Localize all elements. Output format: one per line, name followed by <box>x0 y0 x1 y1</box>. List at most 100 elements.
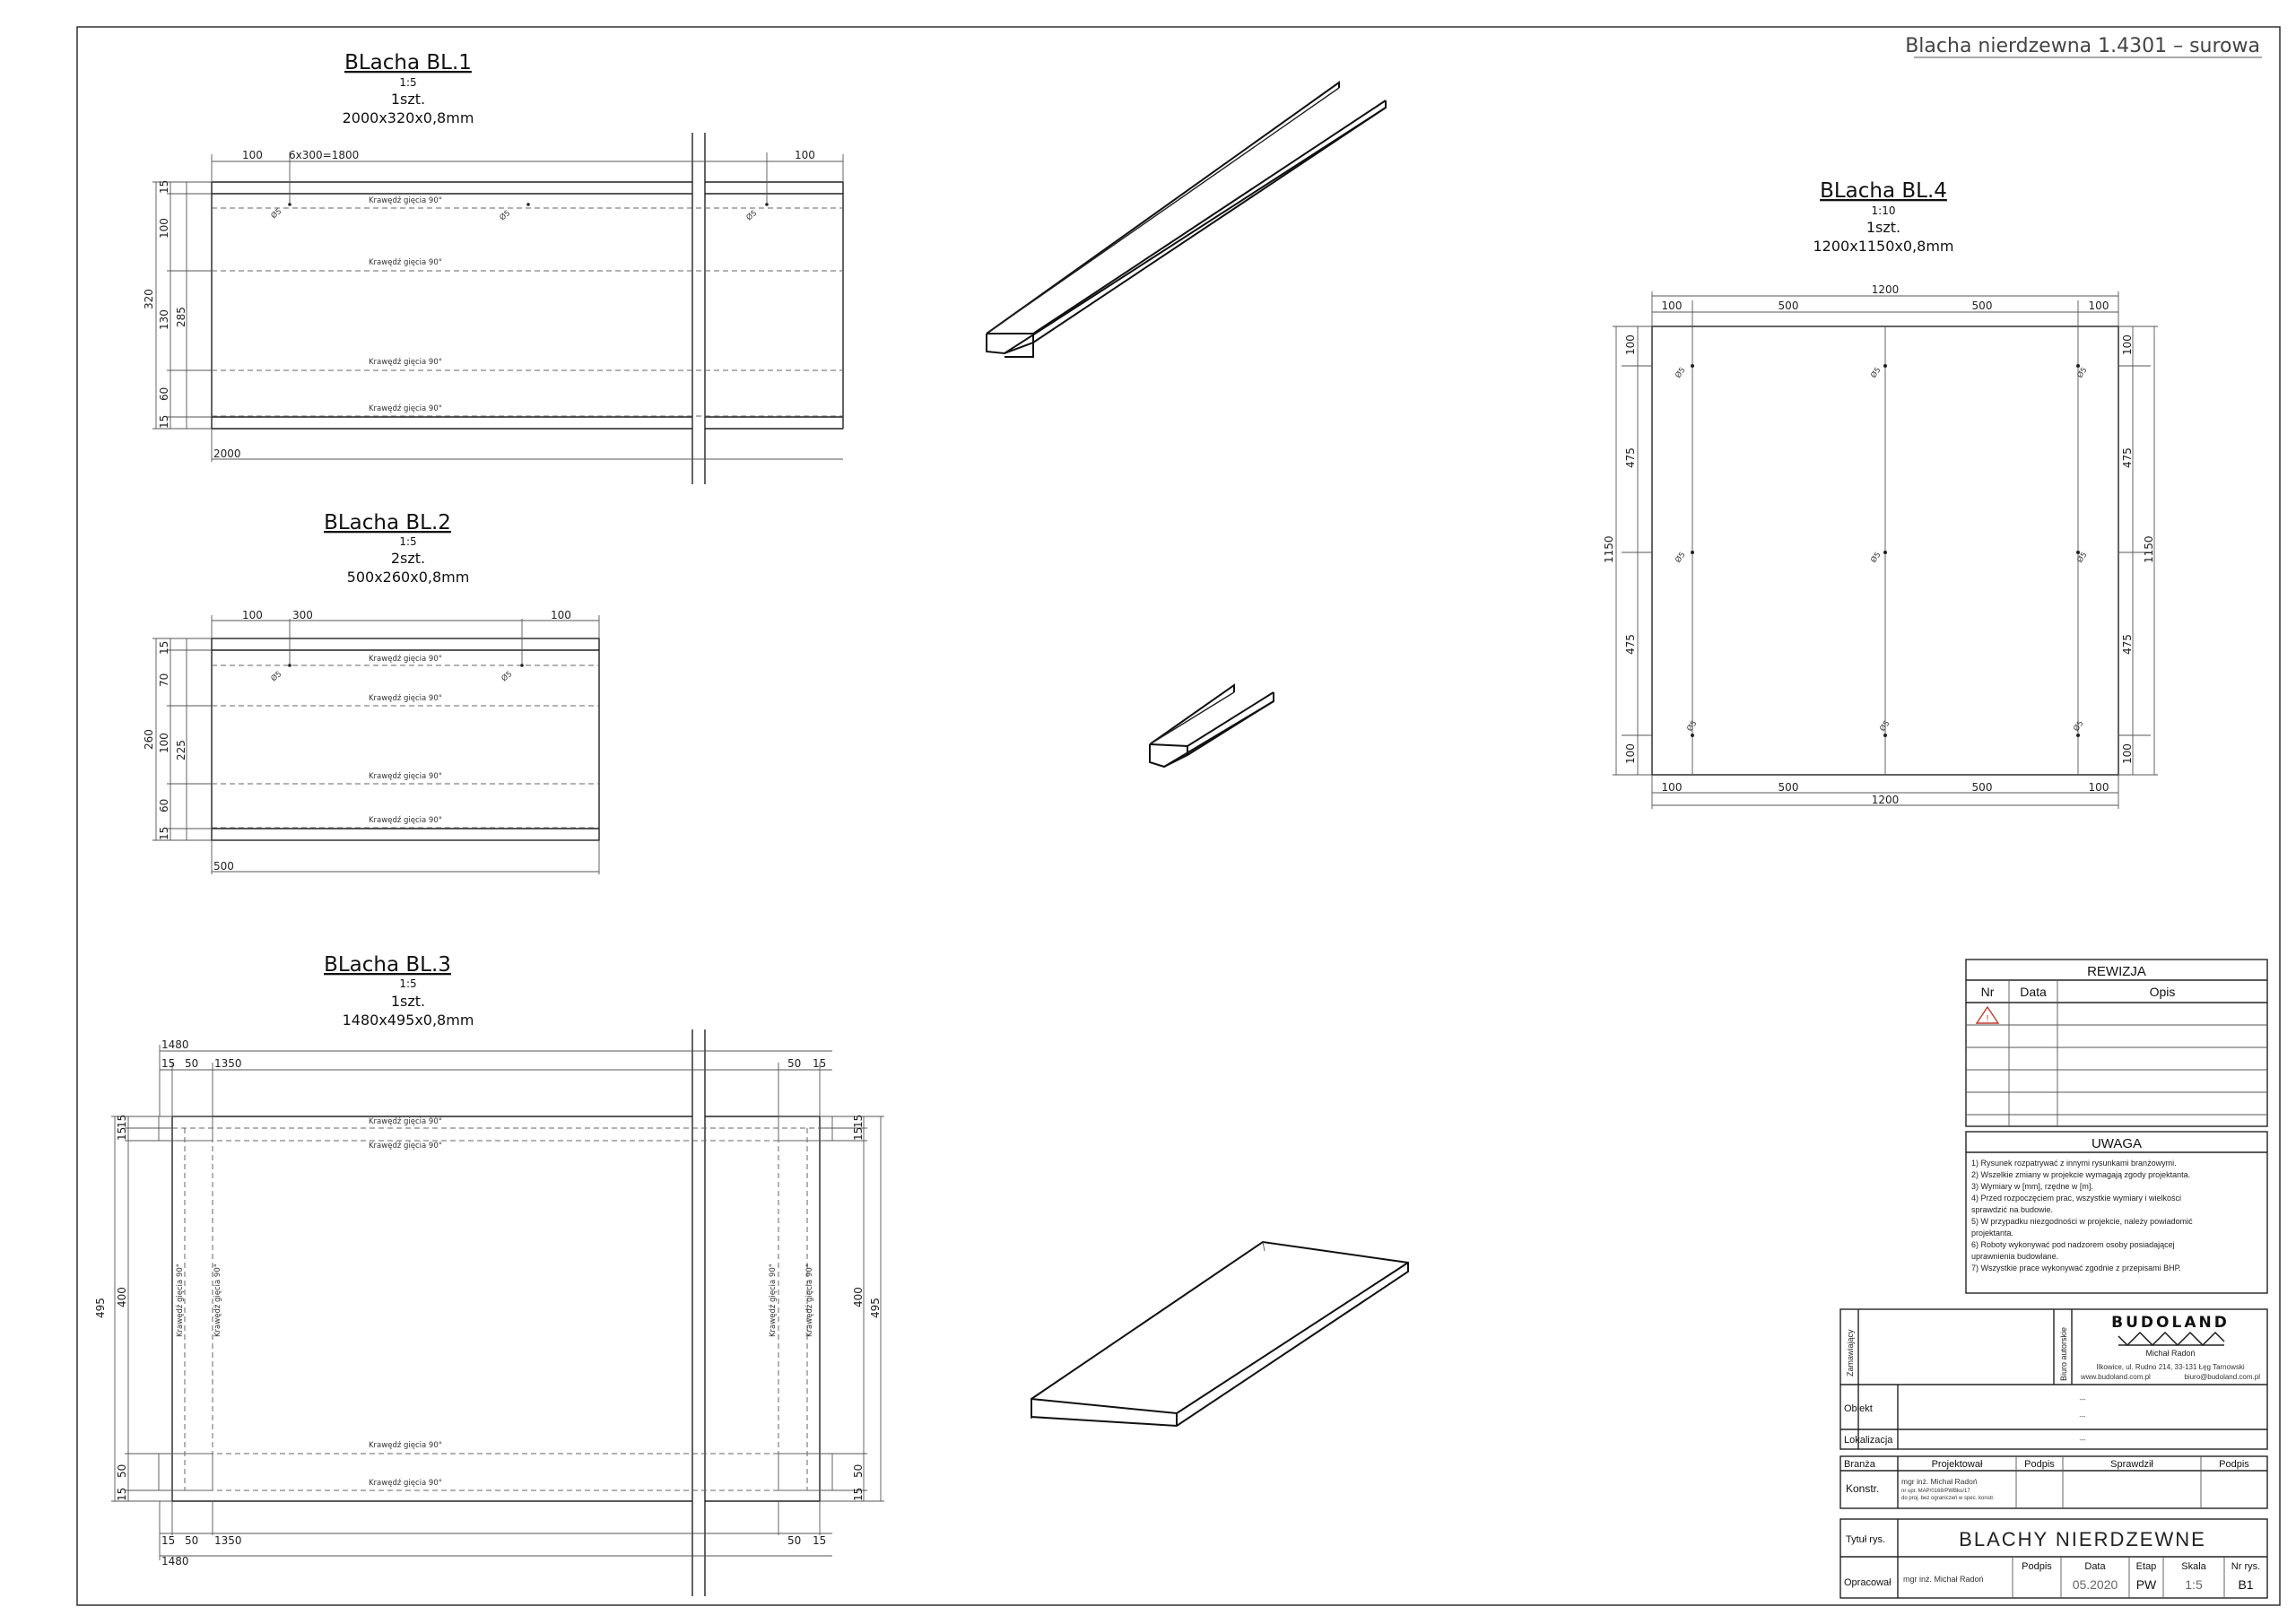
bl3-bend-label: Krawędź gięcia 90° <box>369 1117 442 1126</box>
sheet-bl1: BLacha BL.1 1:5 1szt. 2000x320x0,8mm Kra… <box>143 51 844 484</box>
bl3-bend-label: Krawędź gięcia 90° <box>805 1264 814 1337</box>
bl2-bend-label: Krawędź gięcia 90° <box>369 694 442 703</box>
notes-line: 7) Wszystkie prace wykonywać zgodnie z p… <box>1971 1264 2181 1272</box>
bl3-dim: 15 <box>813 1534 826 1547</box>
number-value: B1 <box>2238 1577 2253 1592</box>
bl3-dim: 15 <box>852 1127 865 1141</box>
bl1-bend-label: Krawędź gięcia 90° <box>369 196 442 205</box>
company-logo-icon <box>2118 1332 2225 1346</box>
bl4-hole-label: Ø5 <box>1868 365 1883 379</box>
bl1-dim-bottom: 2000 <box>213 447 241 460</box>
company-www: www.budoland.com.pl <box>2080 1373 2151 1381</box>
sheet-bl4: BLacha BL.4 1:10 1szt. 1200x1150x0,8mm Ø… <box>1603 179 2158 809</box>
bl1-dim-top-right: 100 <box>795 149 815 161</box>
scale-label: Skala <box>2181 1561 2206 1572</box>
bl4-hole <box>1883 734 1887 737</box>
company-address: Ilkowice, ul. Rudno 214, 33-131 Łęg Tarn… <box>2096 1363 2245 1371</box>
bl1-hole-label: Ø5 <box>744 208 759 222</box>
revision-marker: ! <box>1987 1014 1989 1024</box>
bl3-dim: 15 <box>852 1115 865 1128</box>
bl3-dim: 15 <box>161 1057 175 1070</box>
designer-license: do proj. bez ograniczeń w spec. konstr. <box>1901 1496 1995 1501</box>
bl4-dim: 100 <box>2121 743 2134 764</box>
date-label: Data <box>2084 1561 2106 1572</box>
location-value: --- <box>2080 1437 2087 1444</box>
company-logo-text: BUDOLAND <box>2111 1314 2230 1332</box>
revision-col-nr: Nr <box>1981 985 1995 999</box>
bl4-dim: 100 <box>1624 743 1637 764</box>
bl3-dim: 50 <box>787 1057 801 1070</box>
bl4-dim-total-h: 1150 <box>2143 535 2155 563</box>
notes-line: sprawdzić na budowie. <box>1971 1205 2053 1214</box>
branch-label: Branża <box>1844 1459 1876 1470</box>
bl4-hole <box>2076 551 2080 554</box>
bl3-dim: 50 <box>787 1534 801 1547</box>
bl1-hole-label: Ø5 <box>269 206 283 221</box>
bl3-size: 1480x495x0,8mm <box>343 1012 474 1029</box>
bl3-qty: 1szt. <box>391 993 425 1010</box>
notes-line: 1) Rysunek rozpatrywać z innymi rysunkam… <box>1971 1159 2177 1168</box>
bl4-dim: 475 <box>2121 634 2134 655</box>
bl3-dim: 15 <box>116 1115 128 1128</box>
bl1-hole <box>288 203 291 206</box>
bl4-dim: 500 <box>1779 300 1799 312</box>
stage-value: PW <box>2136 1577 2157 1592</box>
bl4-hole <box>1883 551 1887 554</box>
bl1-dim-left: 15 <box>158 415 170 429</box>
bl2-dim-left: 100 <box>158 733 170 753</box>
bl2-hole <box>520 664 524 667</box>
designer-license: nr upr. MAP/0168/PWBko/17 <box>1901 1489 1970 1494</box>
bl2-dim-left: 225 <box>175 740 187 760</box>
bl1-dim-left: 130 <box>158 309 170 330</box>
bl2-dim-left: 15 <box>158 641 170 655</box>
bl4-dim: 100 <box>1662 300 1683 312</box>
iso-view-bl1 <box>986 81 1387 358</box>
bl3-bend-label: Krawędź gięcia 90° <box>769 1264 778 1337</box>
object-value: --- <box>2080 1397 2087 1403</box>
drafter-name: mgr inż. Michał Radoń <box>1903 1575 1984 1584</box>
designer-name: mgr inż. Michał Radoń <box>1901 1477 1978 1486</box>
bl4-dim: 500 <box>1972 300 1993 312</box>
bl3-bend-label: Krawędź gięcia 90° <box>369 1479 442 1488</box>
bl4-qty: 1szt. <box>1866 219 1900 236</box>
bl1-bend-label: Krawędź gięcia 90° <box>369 358 442 367</box>
bl3-dim: 15 <box>852 1488 865 1501</box>
bl1-hole <box>765 203 769 206</box>
notes-line: uprawnienia budowlane. <box>1971 1252 2058 1261</box>
bl2-size: 500x260x0,8mm <box>347 569 470 586</box>
bl2-dim-left-total: 260 <box>143 729 155 750</box>
bl4-hole-label: Ø5 <box>1684 718 1699 733</box>
bl3-dim-h400: 400 <box>852 1287 865 1307</box>
sheet-bl2: BLacha BL.2 1:5 2szt. 500x260x0,8mm Kraw… <box>143 511 600 874</box>
bl4-hole-label: Ø5 <box>1673 550 1687 564</box>
bl2-scale: 1:5 <box>399 535 416 548</box>
notes-box: UWAGA 1) Rysunek rozpatrywać z innymi ry… <box>1965 1131 2268 1294</box>
sheet-border <box>76 26 2281 1606</box>
bl3-bend-label: Krawędź gięcia 90° <box>213 1264 222 1337</box>
bl3-bend-label: Krawędź gięcia 90° <box>369 1142 442 1151</box>
bl4-scale: 1:10 <box>1872 204 1896 217</box>
bl2-bend-label: Krawędź gięcia 90° <box>369 816 442 825</box>
bl3-dim: 15 <box>116 1127 128 1141</box>
bl3-dim: 50 <box>852 1464 865 1478</box>
bl3-dim-total-h: 495 <box>94 1298 107 1318</box>
bl1-dim-left: 285 <box>175 307 187 327</box>
bl2-hole-label: Ø5 <box>269 669 283 683</box>
bl4-hole-label: Ø5 <box>1868 550 1883 564</box>
bl4-dim: 100 <box>2089 781 2109 794</box>
bl1-dim-left: 60 <box>158 387 170 401</box>
bl4-hole-label: Ø5 <box>2074 365 2089 379</box>
iso-view-bl2 <box>1149 683 1274 769</box>
bl4-dim: 100 <box>2121 334 2134 355</box>
bl2-dim-bottom: 500 <box>213 860 234 873</box>
bl3-dim: 1350 <box>214 1534 242 1547</box>
company-email: biuro@budoland.com.pl <box>2184 1373 2260 1381</box>
designed-label: Projektował <box>1932 1459 1983 1470</box>
bl1-scale: 1:5 <box>399 76 416 89</box>
bl3-scale: 1:5 <box>399 977 416 990</box>
bl2-dim-left: 60 <box>158 799 170 812</box>
bl2-dim-top-right: 100 <box>551 609 571 621</box>
bl3-title: BLacha BL.3 <box>324 953 451 977</box>
bl2-title: BLacha BL.2 <box>324 511 451 534</box>
